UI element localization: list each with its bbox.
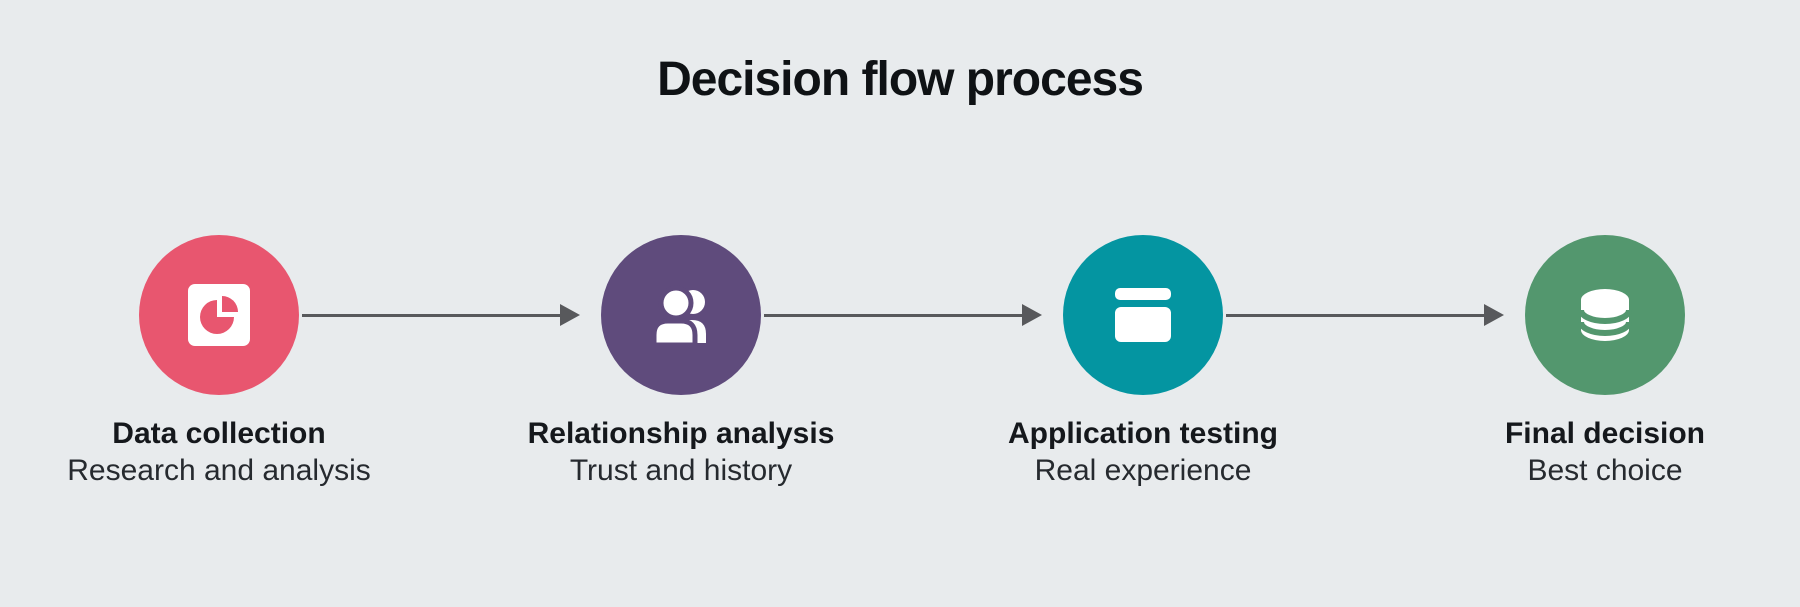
- step-label: Application testing: [1008, 417, 1278, 450]
- flow-arrow-2: [764, 304, 1042, 326]
- database-icon: [1578, 289, 1632, 341]
- step-circle: [139, 235, 299, 395]
- step-label: Final decision: [1504, 417, 1706, 450]
- step-data-collection: Data collection Research and analysis: [0, 235, 450, 488]
- step-circle: [1063, 235, 1223, 395]
- arrow-line: [764, 313, 1022, 317]
- people-icon: [651, 285, 706, 348]
- arrow-line: [1226, 313, 1484, 317]
- step-label: Data collection: [112, 417, 326, 450]
- arrow-head-icon: [1022, 304, 1042, 326]
- step-circle: [601, 235, 761, 395]
- flow-arrow-3: [1226, 304, 1504, 326]
- step-description: Trust and history: [569, 454, 793, 487]
- step-application-testing: Application testing Real experience: [912, 235, 1374, 488]
- step-description: Real experience: [1034, 454, 1252, 487]
- card-icon: [1115, 288, 1171, 342]
- diagram-title: Decision flow process: [657, 53, 1144, 106]
- step-label: Relationship analysis: [527, 417, 835, 450]
- step-circle: [1525, 235, 1685, 395]
- flow-arrow-1: [302, 304, 580, 326]
- steps-row: Data collection Research and analysis Re…: [0, 235, 1800, 488]
- step-final-decision: Final decision Best choice: [1374, 235, 1800, 488]
- step-description: Research and analysis: [67, 454, 371, 487]
- step-description: Best choice: [1527, 454, 1683, 487]
- arrow-line: [302, 313, 560, 317]
- arrow-head-icon: [1484, 304, 1504, 326]
- arrow-head-icon: [560, 304, 580, 326]
- step-relationship-analysis: Relationship analysis Trust and history: [450, 235, 912, 488]
- pie-chart-icon: [188, 284, 250, 346]
